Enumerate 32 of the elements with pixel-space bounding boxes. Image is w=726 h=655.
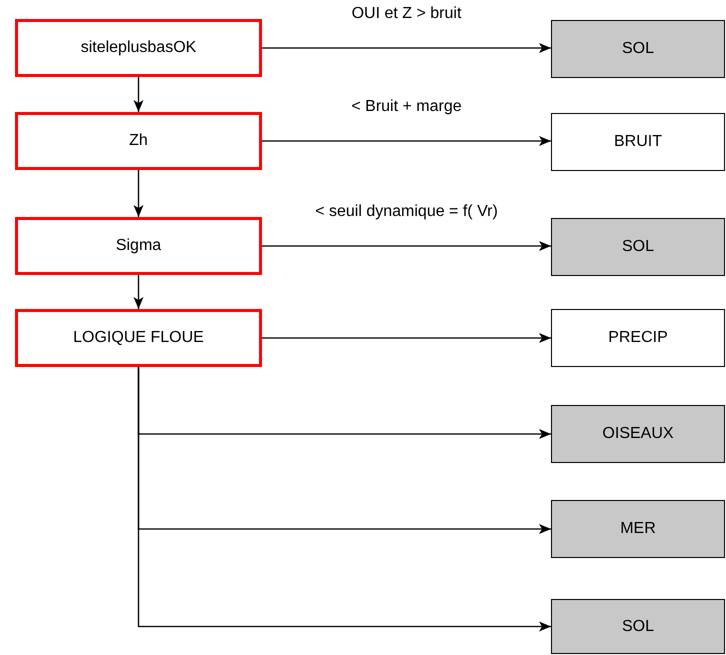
process-box (15, 309, 262, 367)
arrow (138, 367, 551, 632)
node-label: SOL (622, 238, 654, 256)
result-box (551, 599, 725, 654)
node-label: Sigma (116, 237, 162, 255)
node-label: LOGIQUE FLOUE (73, 329, 204, 347)
result-box (551, 113, 725, 171)
result-box (551, 405, 725, 463)
node-label: SOL (622, 618, 654, 636)
result-box (551, 218, 725, 276)
result-box (551, 20, 725, 78)
result-box (551, 500, 725, 558)
process-box (15, 217, 262, 275)
arrow (262, 333, 551, 343)
arrow (134, 77, 144, 112)
node-label: SOL (622, 40, 654, 58)
node-label: PRECIP (608, 329, 668, 347)
edge-label: < Bruit + marge (349, 98, 464, 116)
arrow (262, 43, 551, 53)
node-label: Zh (129, 132, 148, 150)
result-box (551, 309, 725, 367)
arrow (134, 170, 144, 217)
arrow (262, 136, 551, 146)
node-label: siteleplusbasOK (80, 39, 196, 57)
node-label: BRUIT (614, 133, 662, 151)
node-label: OISEAUX (602, 425, 674, 443)
edge-label: < seuil dynamique = f( Vr) (313, 203, 500, 221)
arrow (262, 241, 551, 251)
arrow (134, 275, 144, 309)
process-box (15, 112, 262, 170)
node-label: MER (620, 520, 656, 538)
process-box (15, 19, 262, 77)
